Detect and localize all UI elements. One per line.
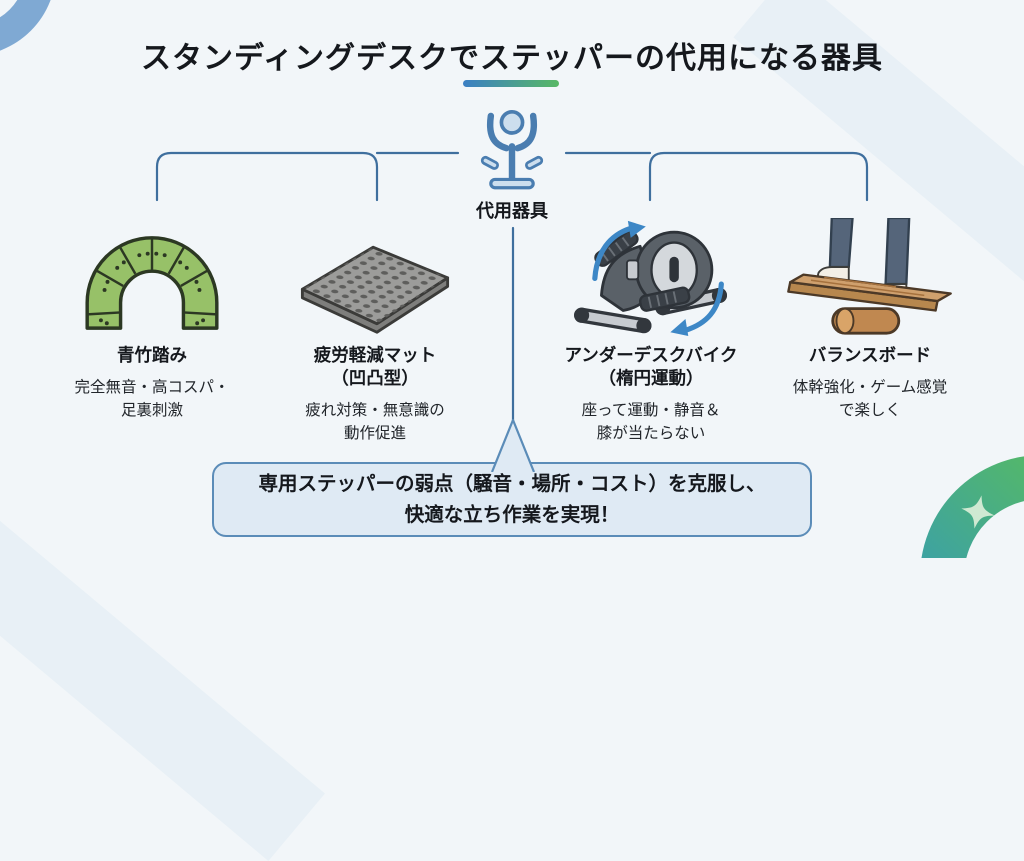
under-desk-bike-icon xyxy=(565,220,737,336)
item-bike-desc: 座って運動・静音＆ 膝が当たらない xyxy=(581,401,721,442)
item-board-name: バランスボード xyxy=(808,345,932,365)
root-node-label: 代用器具 xyxy=(476,201,548,221)
item-mat-name: 疲労軽減マット （凹凸型） xyxy=(313,345,437,388)
item-mat-desc: 疲れ対策・無意識の 動作促進 xyxy=(305,401,445,442)
cushion-mat-icon xyxy=(289,220,461,336)
item-bike-name: アンダーデスクバイク （楕円運動） xyxy=(564,345,738,388)
item-bamboo-desc: 完全無音・高コスパ・ 足裏刺激 xyxy=(74,378,230,419)
balance-board-icon xyxy=(782,218,958,336)
item-bamboo-name: 青竹踏み xyxy=(117,345,187,365)
item-mat: 疲労軽減マット （凹凸型） 疲れ対策・無意識の 動作促進 xyxy=(275,220,475,445)
item-board-desc: 体幹強化・ゲーム感覚 で楽しく xyxy=(792,378,948,419)
item-bamboo: 青竹踏み 完全無音・高コスパ・ 足裏刺激 xyxy=(52,220,252,422)
item-board: バランスボード 体幹強化・ゲーム感覚 で楽しく xyxy=(768,218,972,422)
conclusion-box: 専用ステッパーの弱点（騒音・場所・コスト）を克服し、 快適な立ち作業を実現！ xyxy=(212,462,812,537)
person-stand-icon xyxy=(464,104,560,196)
funnel-pointer xyxy=(490,418,536,472)
conclusion-text: 専用ステッパーの弱点（騒音・場所・コスト）を克服し、 快適な立ち作業を実現！ xyxy=(258,473,766,526)
corner-ring-bottom-right xyxy=(921,456,1024,558)
page-title: スタンディングデスクでステッパーの代用になる器具 xyxy=(141,42,883,75)
bamboo-arch-icon xyxy=(73,220,231,336)
connector-lines xyxy=(155,151,1024,558)
title-underline xyxy=(463,80,559,87)
item-bike: アンダーデスクバイク （楕円運動） 座って運動・静音＆ 膝が当たらない xyxy=(543,220,759,445)
sparkle-icon xyxy=(961,495,995,529)
